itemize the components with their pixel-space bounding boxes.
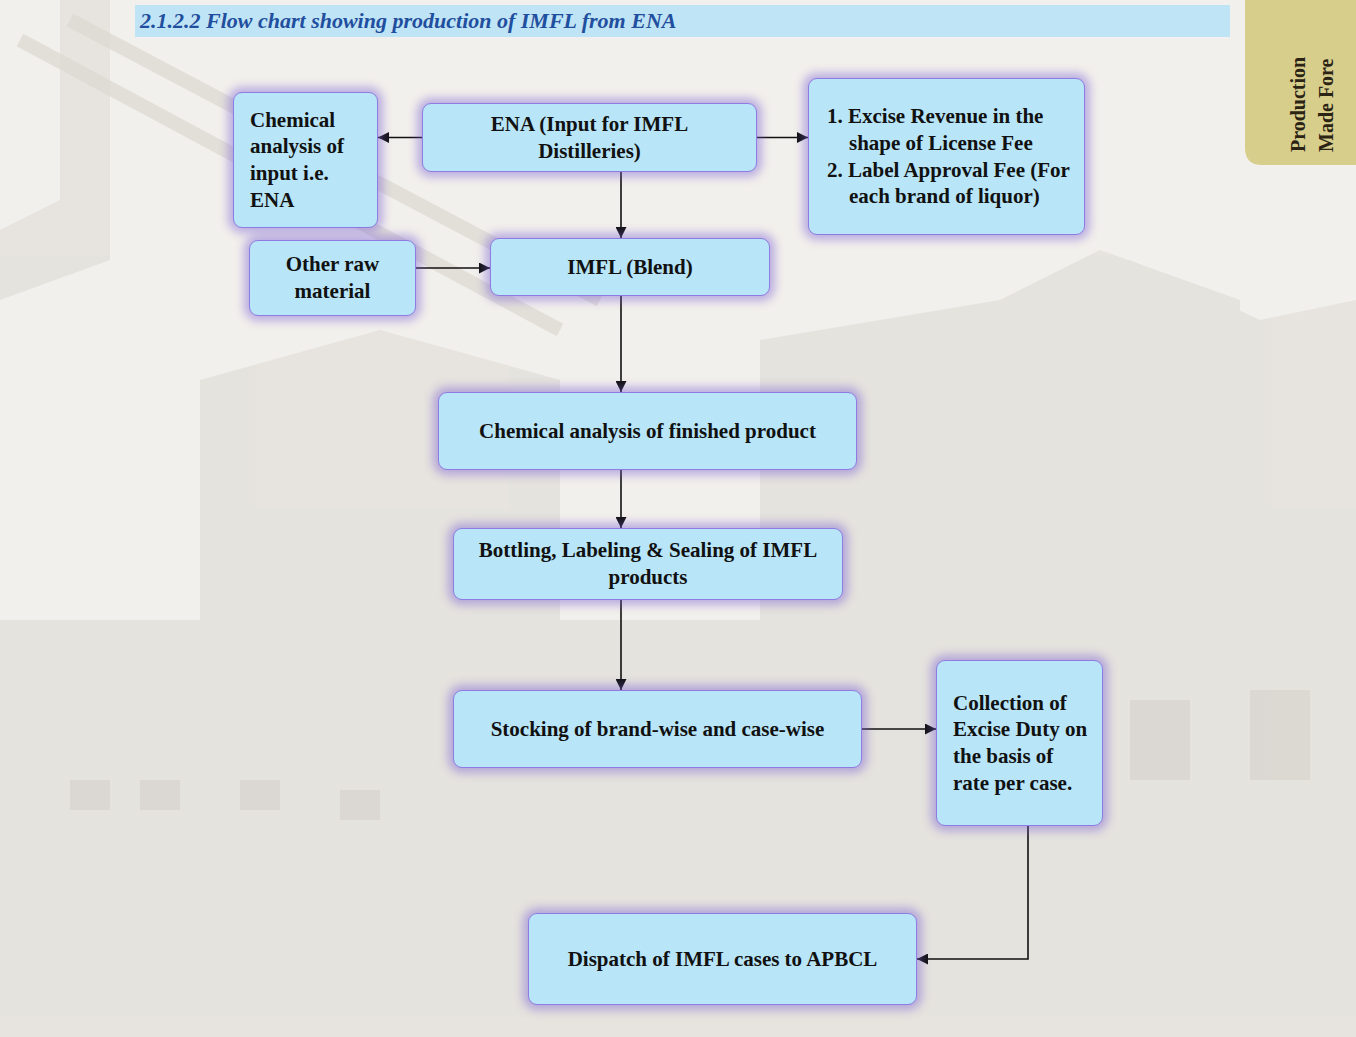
box-label: Chemical analysis of finished product — [449, 418, 846, 445]
list-item: 2. Label Approval Fee (For each brand of… — [827, 157, 1074, 210]
box-label: Bottling, Labeling & Sealing of IMFL pro… — [478, 537, 818, 590]
flow-arrow — [620, 470, 622, 528]
section-tab-label: Made Fore — [1314, 59, 1338, 153]
figure-title: 2.1.2.2 Flow chart showing production of… — [140, 7, 676, 35]
flow-arrow — [917, 826, 1028, 959]
box-label: IMFL (Blend) — [503, 254, 757, 281]
process-box: IMFL (Blend) — [490, 238, 770, 296]
backdrop-window — [240, 780, 280, 810]
backdrop-conveyor — [20, 40, 560, 330]
backdrop-window — [340, 790, 380, 820]
backdrop-wall — [0, 620, 1356, 1037]
backdrop-window — [1250, 690, 1310, 780]
flow-arrow — [378, 137, 422, 139]
box-label: Dispatch of IMFL cases to APBCL — [537, 946, 908, 973]
revenue-box: 1. Excise Revenue in the shape of Licens… — [808, 78, 1085, 235]
input-box: Other raw material — [249, 240, 416, 316]
box-label: Stocking of brand-wise and case-wise — [462, 716, 853, 743]
backdrop-window — [140, 780, 180, 810]
revenue-box: Collection of Excise Duty on the basis o… — [936, 660, 1103, 826]
output-box: Dispatch of IMFL cases to APBCL — [528, 913, 917, 1005]
analysis-box: Chemical analysis of finished product — [438, 392, 857, 470]
process-box: Bottling, Labeling & Sealing of IMFL pro… — [453, 528, 843, 600]
backdrop-window — [1130, 700, 1190, 780]
list-item: 1. Excise Revenue in the shape of Licens… — [827, 103, 1074, 156]
box-label: Other raw material — [264, 251, 401, 304]
flow-arrow — [757, 137, 808, 139]
analysis-box: Chemical analysis of input i.e. ENA — [233, 92, 378, 228]
section-tab — [1245, 0, 1356, 165]
box-label: Collection of Excise Duty on the basis o… — [953, 690, 1092, 797]
flow-arrow — [620, 600, 622, 690]
flow-arrow — [416, 267, 490, 269]
title-band — [135, 5, 1230, 37]
box-label: Chemical analysis of input i.e. ENA — [250, 107, 367, 214]
flow-arrow — [620, 172, 622, 238]
section-tab-label: Production — [1286, 57, 1310, 152]
box-label: ENA (Input for IMFL Distilleries) — [463, 111, 716, 164]
process-box: Stocking of brand-wise and case-wise — [453, 690, 862, 768]
flow-arrow — [620, 296, 622, 392]
backdrop-window — [70, 780, 110, 810]
input-box: ENA (Input for IMFL Distilleries) — [422, 103, 757, 172]
flow-arrow — [862, 728, 936, 730]
backdrop-structure — [0, 0, 110, 300]
